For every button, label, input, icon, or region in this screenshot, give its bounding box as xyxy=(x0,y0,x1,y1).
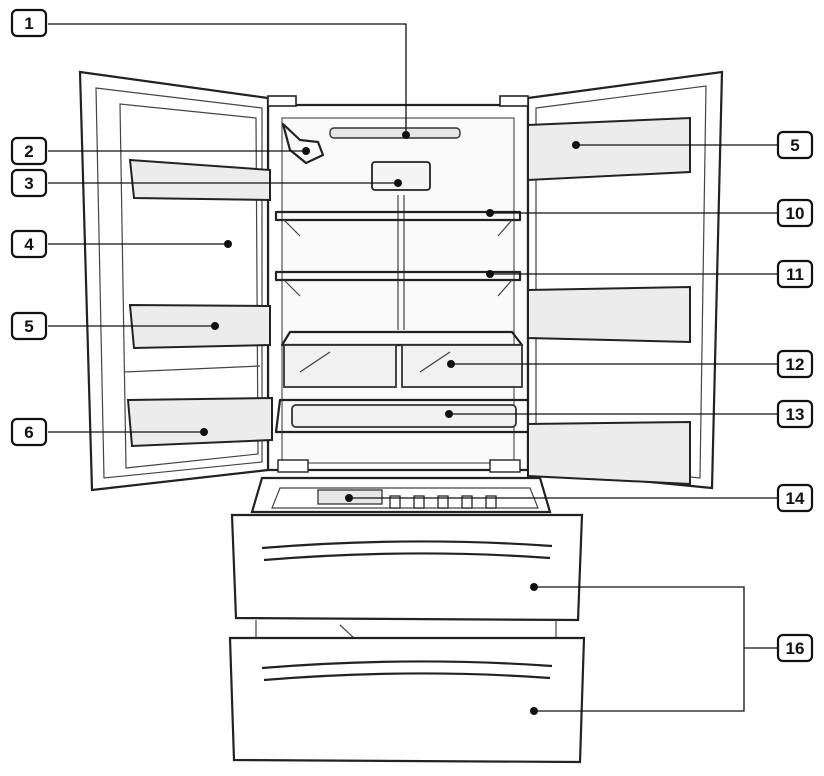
callout-2-label: 2 xyxy=(24,142,33,161)
callout-3: 3 xyxy=(12,170,46,196)
freezer-drawer-upper xyxy=(232,515,582,620)
left-door xyxy=(80,72,272,490)
right-door xyxy=(528,72,722,488)
callout-2: 2 xyxy=(12,138,46,164)
callout-11: 11 xyxy=(778,261,812,287)
callout-6: 6 xyxy=(12,419,46,445)
callout-14: 14 xyxy=(778,485,812,511)
callout-10-label: 10 xyxy=(786,204,805,223)
callout-3-label: 3 xyxy=(24,174,33,193)
callout-13: 13 xyxy=(778,401,812,427)
callout-5-right: 5 xyxy=(778,132,812,158)
freezer-drawer-lower xyxy=(230,638,584,762)
callout-12-label: 12 xyxy=(786,355,805,374)
callout-1-label: 1 xyxy=(24,14,33,33)
callout-4-label: 4 xyxy=(24,235,34,254)
fridge-light xyxy=(330,128,460,138)
freezer-top-compartment xyxy=(252,478,550,512)
refrigerator-illustration xyxy=(80,72,722,762)
callout-12: 12 xyxy=(778,351,812,377)
callout-5-left: 5 xyxy=(12,313,46,339)
callout-5-left-label: 5 xyxy=(24,317,33,336)
callout-16-label: 16 xyxy=(786,639,805,658)
callout-11-label: 11 xyxy=(786,265,804,284)
callout-5-right-label: 5 xyxy=(790,136,799,155)
callout-13-label: 13 xyxy=(786,405,805,424)
callout-16: 16 xyxy=(778,635,812,661)
callout-4: 4 xyxy=(12,231,46,257)
callout-10: 10 xyxy=(778,200,812,226)
callout-14-label: 14 xyxy=(786,489,805,508)
callout-6-label: 6 xyxy=(24,423,33,442)
callout-1: 1 xyxy=(12,10,46,36)
control-panel xyxy=(372,162,430,190)
deli-drawer xyxy=(276,400,532,432)
